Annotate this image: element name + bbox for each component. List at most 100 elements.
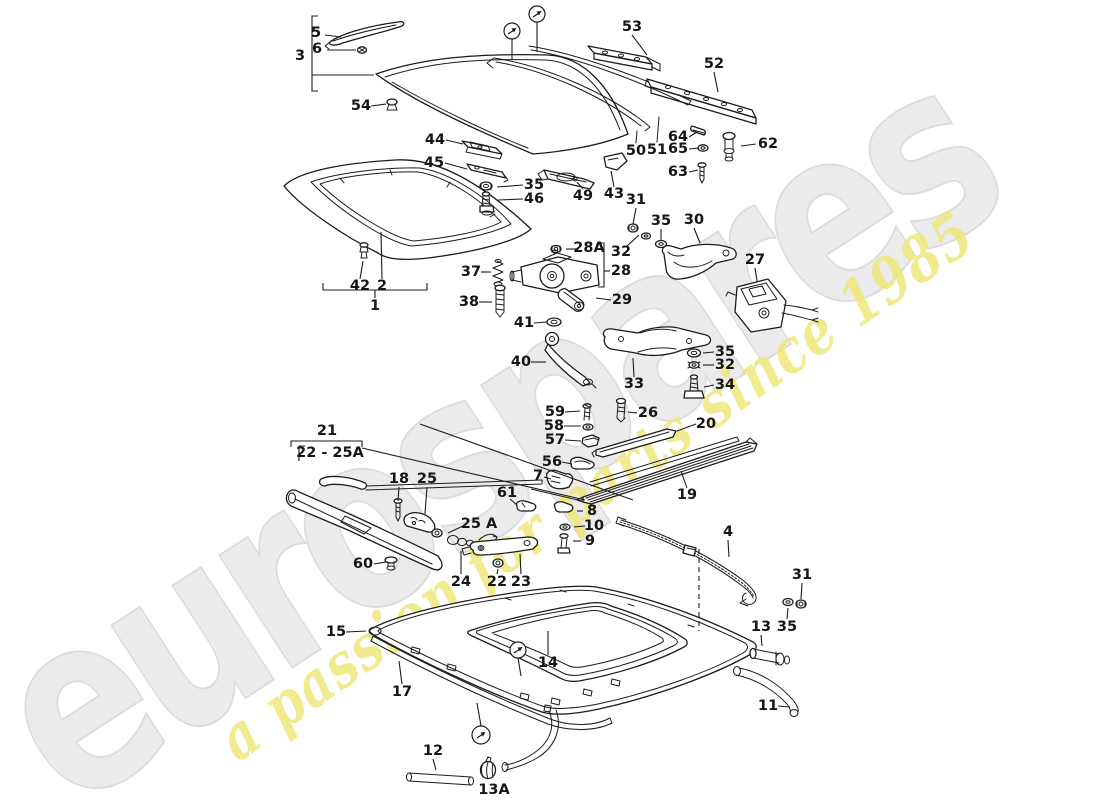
part-glass-lid [375, 53, 629, 155]
part-clip-8 [553, 501, 574, 513]
part-label-12: 12 [423, 743, 443, 759]
part-guide-plate-33 [602, 326, 712, 357]
part-washer-35c [686, 348, 702, 358]
part-label-25A: 25 A [461, 516, 498, 532]
part-label-27: 27 [745, 252, 765, 268]
leader-line [800, 582, 803, 600]
direction-arrow-head-icon [517, 647, 523, 652]
leader-line [398, 660, 403, 685]
part-label-65: 65 [668, 141, 688, 157]
leader-line [693, 227, 701, 244]
part-label-51: 51 [647, 142, 667, 158]
part-label-54: 54 [351, 98, 371, 114]
part-label-63: 63 [668, 164, 688, 180]
part-seal-17 [370, 635, 613, 731]
leader-line [322, 283, 428, 291]
leader-line [496, 568, 499, 575]
leader-line [727, 539, 730, 558]
part-label-61: 61 [497, 485, 517, 501]
part-drain-tube-front [501, 709, 559, 772]
leader-line [595, 297, 612, 301]
part-label-33: 33 [624, 376, 644, 392]
leader-line [703, 384, 715, 388]
part-label-53: 53 [622, 19, 642, 35]
leader-line [380, 231, 383, 280]
part-bolt-34 [683, 374, 705, 399]
part-washer-32a [640, 232, 652, 240]
part-bolt-46 [479, 191, 495, 216]
leader-line [397, 486, 400, 502]
part-rivet-62 [722, 131, 736, 162]
leader-line [324, 34, 342, 38]
leader-line [598, 242, 605, 288]
leader-line [627, 411, 638, 414]
leader-line [564, 410, 581, 413]
part-washer-65 [697, 144, 709, 152]
leader-50 [635, 130, 638, 144]
leader-line [543, 476, 552, 480]
part-clip-64 [690, 125, 706, 136]
part-rail-20 [591, 428, 677, 458]
leader-line [688, 131, 698, 138]
part-label-42: 42 [350, 278, 370, 294]
part-trim-strip-5 [324, 21, 405, 50]
part-clip-25 [403, 511, 436, 533]
leader-line [680, 470, 688, 489]
leader-line [359, 260, 364, 280]
leader-line [530, 488, 583, 502]
leader-line [573, 525, 586, 528]
part-label-50: 50 [626, 143, 646, 159]
part-label-56: 56 [542, 454, 562, 470]
leader-line [632, 357, 635, 378]
leader-line [476, 702, 482, 727]
leader-line [632, 207, 637, 225]
part-label-17: 17 [392, 684, 412, 700]
leader-line [626, 234, 640, 247]
part-nut-35a [479, 181, 493, 191]
part-sunshade-frame [285, 475, 543, 571]
part-label-40: 40 [511, 354, 531, 370]
part-label-38: 38 [459, 294, 479, 310]
leader-line [444, 162, 468, 170]
leader-line [533, 321, 548, 324]
part-bolt-38 [494, 284, 506, 318]
leader-line [676, 423, 697, 432]
part-label-58: 58 [544, 418, 564, 434]
part-hinge-49 [537, 169, 595, 190]
part-seal-strip-50 [486, 57, 651, 132]
leader-line [631, 34, 648, 56]
part-label-45: 45 [424, 155, 444, 171]
part-roller-29 [557, 288, 585, 312]
part-grommet-54 [386, 98, 398, 111]
part-nut-22 [492, 558, 504, 568]
part-label-41: 41 [514, 315, 534, 331]
leader-line [688, 169, 699, 173]
part-label-3: 3 [295, 48, 305, 64]
part-pin-42 [359, 242, 369, 259]
leader-line [290, 440, 363, 447]
part-label-43: 43 [604, 186, 624, 202]
part-label-18: 18 [389, 471, 409, 487]
part-wedge-43 [603, 152, 628, 171]
part-label-8: 8 [587, 503, 597, 519]
part-washer-41 [546, 317, 562, 327]
part-label-35: 35 [715, 344, 735, 360]
part-label-14: 14 [538, 655, 558, 671]
part-clip-6 [356, 46, 368, 54]
part-label-59: 59 [545, 404, 565, 420]
part-label-30: 30 [684, 212, 704, 228]
part-hose-11 [733, 666, 799, 717]
part-screw-63 [697, 162, 707, 184]
part-label-4: 4 [723, 524, 733, 540]
part-label-60: 60 [353, 556, 373, 572]
part-label-28A: 28A [573, 240, 605, 256]
callout-circles [471, 5, 546, 745]
leader-line [740, 143, 757, 147]
leader-line [517, 657, 522, 677]
part-bracket-30 [661, 243, 737, 280]
leader-line [298, 445, 305, 461]
leader-line [447, 525, 464, 534]
leader-line [373, 561, 387, 565]
part-label-32: 32 [715, 357, 735, 373]
